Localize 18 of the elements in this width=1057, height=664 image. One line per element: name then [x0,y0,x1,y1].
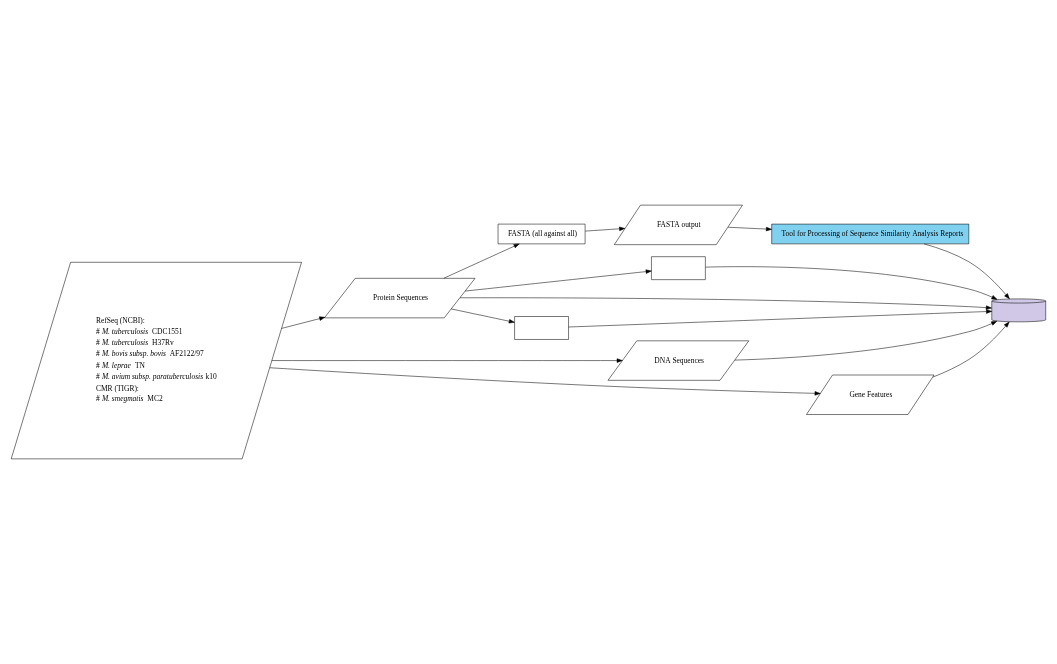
arrow [734,321,998,361]
arrow [568,309,993,328]
arrow [727,226,772,232]
node-box [651,256,706,280]
node-box: Tool for Processing of Sequence Similarity Analysis Reports [771,223,970,245]
arrow [459,297,992,310]
node-box [514,316,569,340]
arrow [451,308,515,324]
node-box: FASTA (all against all) [497,223,586,245]
arrow [281,316,326,329]
arrow [271,358,623,363]
arrow [705,266,998,300]
arrow [923,243,1010,300]
arrow [932,321,1010,378]
arrow [464,269,652,292]
arrow [584,226,626,232]
arrow [269,367,821,396]
arrow [443,243,520,279]
